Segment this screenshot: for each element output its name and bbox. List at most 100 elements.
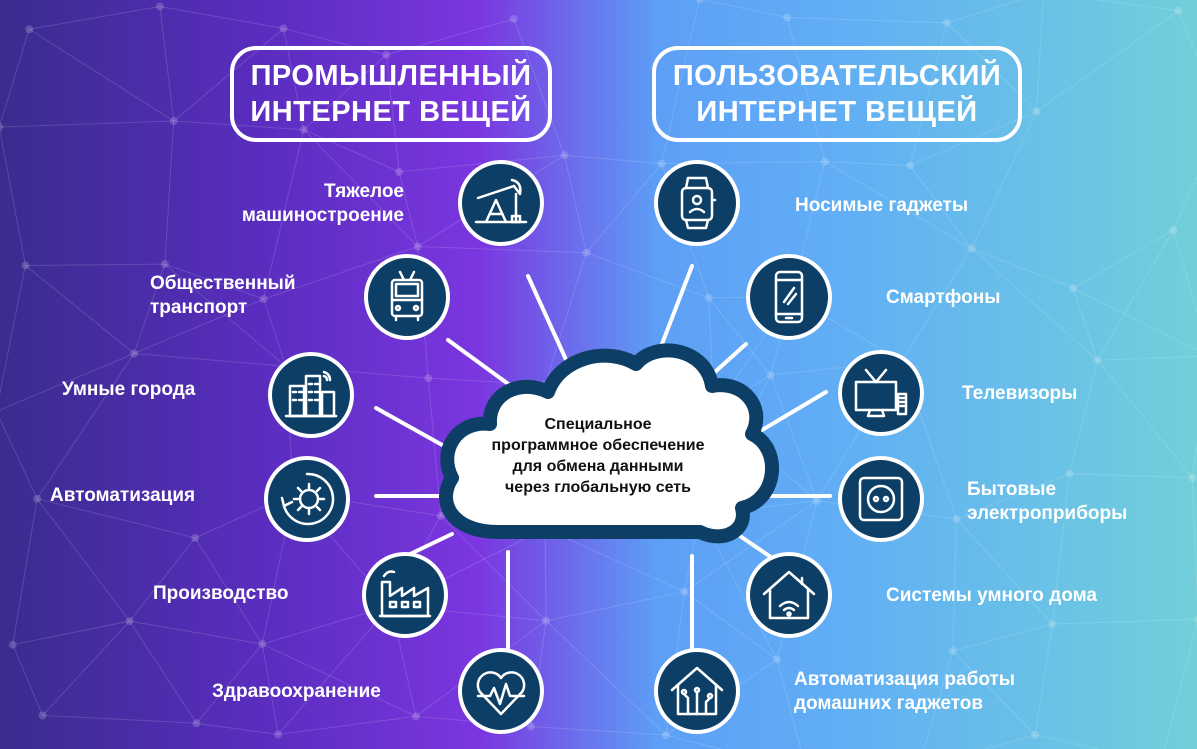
mesh-node	[413, 242, 422, 251]
mesh-line	[42, 714, 197, 724]
mesh-line	[971, 111, 1037, 249]
mesh-node	[509, 14, 518, 23]
mesh-line	[196, 643, 263, 724]
mesh-line	[277, 605, 392, 735]
mesh-line	[684, 591, 778, 660]
smartwatch-icon	[654, 160, 740, 246]
mesh-node	[952, 514, 961, 523]
mesh-node	[436, 511, 445, 520]
mesh-line	[1163, 621, 1197, 749]
mesh-line	[952, 623, 1053, 652]
mesh-line	[770, 375, 818, 502]
mesh-line	[25, 263, 165, 266]
mesh-line	[12, 498, 38, 645]
mesh-node	[130, 349, 139, 358]
mesh-node	[395, 167, 404, 176]
header-industrial-line2: ИНТЕРНЕТ ВЕЩЕЙ	[250, 96, 532, 128]
cloud-shape	[439, 343, 779, 544]
header-industrial-line1: ПРОМЫШЛЕННЫЙ	[250, 60, 532, 92]
mesh-line	[586, 163, 663, 254]
mesh-node	[661, 731, 670, 740]
mesh-line	[164, 121, 175, 265]
header-consumer-line1: ПОЛЬЗОВАТЕЛЬСКИЙ	[672, 60, 1002, 92]
mesh-line	[1051, 473, 1071, 625]
right-label-tvs: Телевизоры	[962, 383, 1078, 404]
mesh-line	[1069, 473, 1193, 479]
mesh-line	[946, 0, 1022, 24]
mesh-line	[1097, 356, 1197, 361]
mesh-line	[1191, 441, 1197, 478]
mesh-line	[776, 659, 802, 749]
mesh-line	[37, 498, 196, 539]
mesh-line	[0, 120, 174, 128]
mesh-node	[542, 616, 551, 625]
mesh-node	[773, 655, 782, 664]
right-label-wearables: Носимые гаджеты	[795, 195, 969, 216]
mesh-line	[303, 129, 419, 247]
mesh-line	[164, 263, 264, 300]
mesh-line	[708, 297, 771, 376]
right-label-home-automation: Автоматизация работы домашних гаджетов	[794, 669, 1015, 714]
mesh-line	[787, 17, 948, 24]
home-circuit-icon	[654, 648, 740, 734]
bus-icon	[364, 254, 450, 340]
heart-pulse-icon	[458, 648, 544, 734]
mesh-node	[155, 2, 164, 11]
right-label-smart-home: Системы умного дома	[886, 585, 1097, 606]
mesh-line	[29, 5, 160, 30]
mesh-line	[1036, 10, 1179, 112]
mesh-line	[544, 528, 547, 621]
mesh-line	[262, 643, 417, 717]
mesh-node	[527, 722, 536, 731]
mesh-node	[1068, 284, 1077, 293]
mesh-line	[0, 29, 30, 127]
mesh-node	[382, 50, 391, 59]
mesh-line	[1035, 734, 1101, 749]
connector-line	[660, 264, 694, 346]
mesh-line	[1072, 287, 1098, 361]
mesh-line	[545, 620, 667, 736]
mesh-node	[424, 374, 433, 383]
mesh-node	[1169, 226, 1178, 235]
left-label-smart-cities: Умные города	[62, 379, 196, 400]
mesh-node	[258, 640, 267, 649]
mesh-line	[824, 161, 972, 249]
mesh-line	[0, 265, 26, 396]
cloud-text-line2: программное обеспечение	[491, 437, 705, 454]
tv-icon	[838, 350, 924, 436]
mesh-node	[412, 712, 421, 721]
oil-pump-icon	[458, 160, 544, 246]
mesh-node	[25, 25, 34, 34]
mesh-node	[1031, 730, 1040, 739]
mesh-line	[129, 537, 196, 622]
mesh-line	[1177, 10, 1197, 58]
mesh-line	[173, 28, 284, 122]
mesh-line	[1097, 229, 1174, 361]
mesh-line	[909, 165, 973, 249]
mesh-line	[0, 353, 135, 411]
mesh-line	[586, 252, 709, 299]
mesh-node	[1065, 469, 1074, 478]
mesh-line	[194, 537, 263, 645]
mesh-node	[21, 261, 30, 270]
mesh-line	[1036, 0, 1044, 112]
power-socket-icon	[838, 456, 924, 542]
mesh-node	[680, 587, 689, 596]
city-icon	[268, 352, 354, 438]
mesh-line	[25, 265, 135, 354]
mesh-line	[159, 5, 284, 30]
mesh-line	[385, 54, 400, 172]
mesh-line	[0, 128, 26, 266]
mesh-node	[657, 159, 666, 168]
mesh-node	[274, 730, 283, 739]
left-label-public-transport: Общественный транспорт	[150, 273, 296, 318]
mesh-line	[983, 734, 1036, 749]
mesh-node	[783, 13, 792, 22]
mesh-line	[129, 620, 197, 724]
mesh-line	[28, 28, 175, 122]
mesh-line	[665, 734, 723, 749]
mesh-line	[956, 518, 1053, 625]
mesh-line	[129, 620, 263, 645]
mesh-line	[1072, 229, 1174, 289]
